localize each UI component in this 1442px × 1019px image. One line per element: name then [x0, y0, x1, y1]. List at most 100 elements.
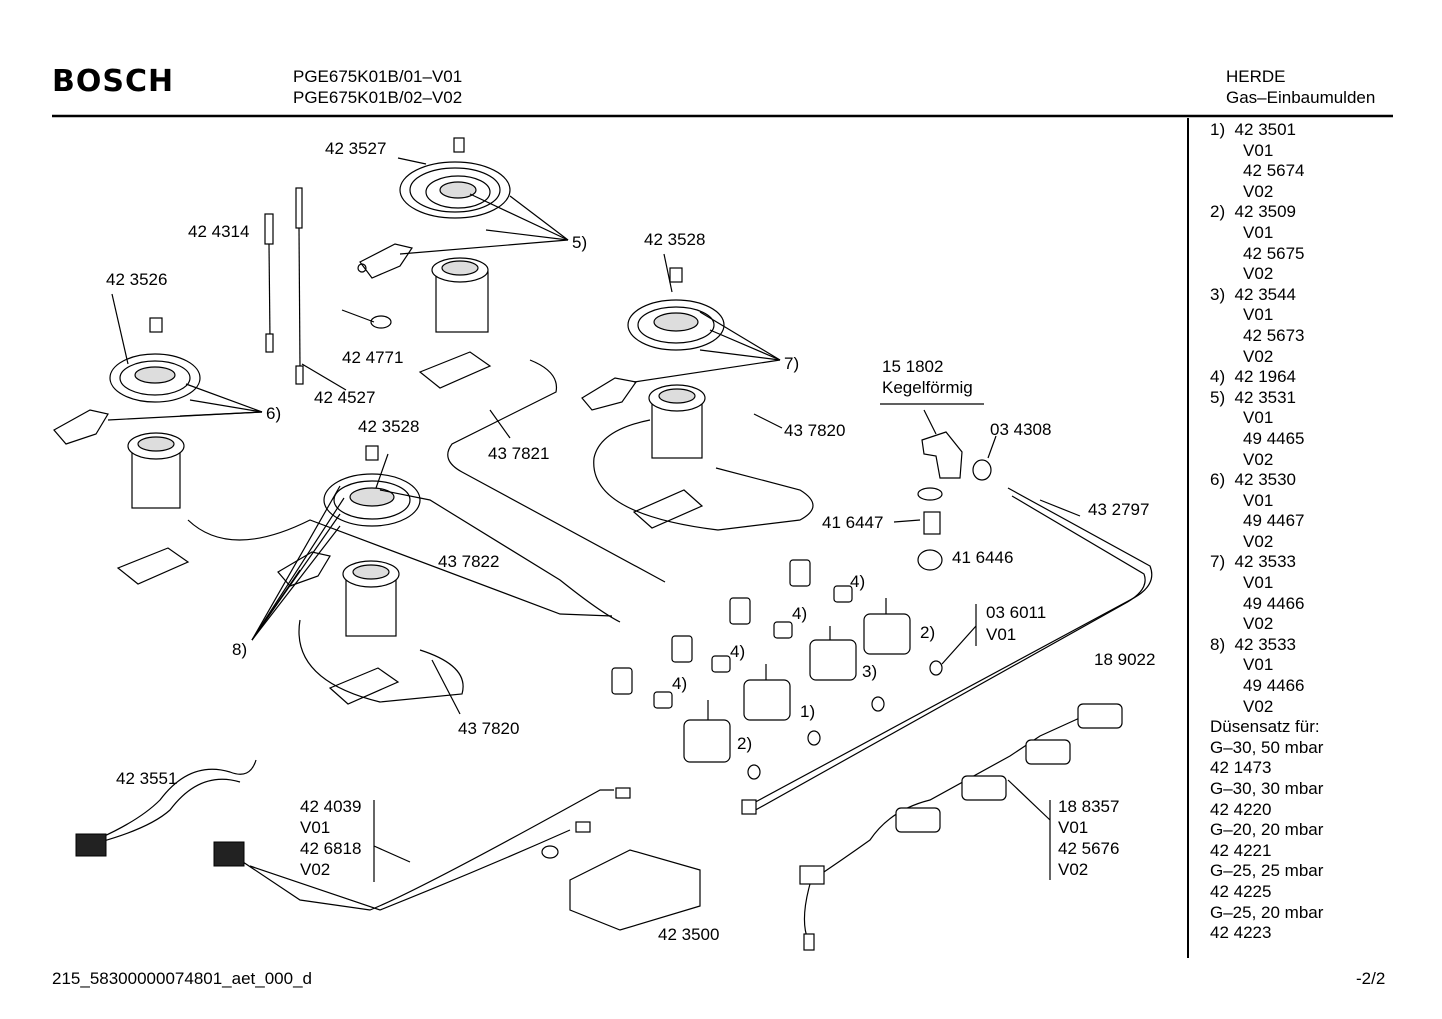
- leader-lines: [107, 157, 1081, 882]
- parts-panel-line: V02: [1210, 181, 1274, 201]
- mains-cable: [75, 759, 257, 857]
- label-42-3500: 42 3500: [658, 925, 720, 944]
- label-42-3528-center: 42 3528: [358, 417, 420, 436]
- label-ref-7: 7): [784, 354, 800, 373]
- parts-panel-line: 42 4225: [1210, 881, 1272, 901]
- ignition-box: [213, 787, 701, 931]
- parts-panel-line: V02: [1210, 449, 1274, 469]
- parts-panel-line: V01: [1210, 655, 1274, 675]
- label-ref-4-c: 4): [730, 642, 746, 661]
- label-ref-1: 1): [800, 702, 816, 721]
- label-ref-5: 5): [572, 233, 588, 252]
- label-18-8357-v01: V01: [1058, 818, 1089, 837]
- parts-panel-line: 42 5674: [1210, 161, 1305, 181]
- parts-panel-line: V01: [1210, 222, 1274, 242]
- label-42-5676: 42 5676: [1058, 839, 1120, 858]
- parts-panel-line: 49 4466: [1210, 676, 1305, 696]
- parts-panel-line: 3) 42 3544: [1210, 284, 1297, 304]
- parts-panel-line: G–25, 20 mbar: [1210, 902, 1324, 922]
- label-42-4314: 42 4314: [188, 222, 250, 241]
- brand-logo: BOSCH: [52, 64, 175, 99]
- label-41-6447: 41 6447: [822, 513, 884, 532]
- label-43-2797: 43 2797: [1088, 500, 1150, 519]
- parts-panel-line: V01: [1210, 573, 1274, 593]
- label-42-4771: 42 4771: [342, 348, 404, 367]
- parts-panel-line: G–20, 20 mbar: [1210, 820, 1324, 840]
- parts-panel-line: V02: [1210, 264, 1274, 284]
- parts-panel-line: G–30, 30 mbar: [1210, 779, 1324, 798]
- parts-panel-line: 2) 42 3509: [1210, 202, 1297, 222]
- parts-panel-line: Düsensatz für:: [1210, 717, 1320, 737]
- label-ref-2-b: 2): [737, 734, 753, 753]
- label-18-9022: 18 9022: [1094, 650, 1156, 669]
- parts-panel-line: V02: [1210, 614, 1274, 634]
- parts-panel-line: 42 5673: [1210, 325, 1305, 345]
- parts-panel-line: V02: [1210, 531, 1274, 551]
- category: HERDE: [1226, 67, 1286, 86]
- parts-panel-line: V02: [1210, 696, 1274, 716]
- parts-panel-line: 49 4467: [1210, 511, 1305, 531]
- label-ref-4-b: 4): [792, 604, 808, 623]
- label-42-6818-v02: V02: [300, 860, 331, 879]
- label-03-6011: 03 6011: [986, 603, 1047, 622]
- thermocouple-probes: [264, 187, 392, 385]
- parts-panel-line: 42 4223: [1210, 923, 1272, 943]
- label-15-1802: 15 1802: [882, 357, 944, 376]
- parts-panel-line: 8) 42 3533: [1210, 634, 1297, 654]
- parts-panel-line: 42 4220: [1210, 799, 1272, 819]
- label-42-5676-v02: V02: [1058, 860, 1089, 879]
- parts-panel-line: 42 1473: [1210, 758, 1272, 778]
- label-03-4308: 03 4308: [990, 420, 1052, 439]
- parts-panel-line: V01: [1210, 140, 1274, 160]
- page-number: -2/2: [1356, 969, 1386, 988]
- parts-panel-line: 1) 42 3501: [1210, 120, 1297, 139]
- parts-panel-line: 5) 42 3531: [1210, 387, 1297, 407]
- label-ref-8: 8): [232, 640, 248, 659]
- label-43-7820-upper: 43 7820: [784, 421, 846, 440]
- model-number-2: PGE675K01B/02–V02: [293, 88, 463, 107]
- label-42-6818: 42 6818: [300, 839, 362, 858]
- parts-panel-line: V01: [1210, 305, 1274, 325]
- label-42-4527: 42 4527: [314, 388, 376, 407]
- label-kegelfoermig: Kegelförmig: [882, 378, 973, 397]
- parts-panel-line: V01: [1210, 408, 1274, 428]
- label-ref-6: 6): [266, 404, 282, 423]
- label-03-6011-v01: V01: [986, 625, 1017, 644]
- label-43-7821: 43 7821: [488, 444, 550, 463]
- parts-panel-line: 42 5675: [1210, 243, 1305, 263]
- ignition-harness: [799, 703, 1123, 951]
- parts-panel-line: 4) 42 1964: [1210, 367, 1297, 387]
- parts-panel-line: V01: [1210, 490, 1274, 510]
- gas-valves: [611, 559, 911, 763]
- label-ref-2-a: 2): [920, 623, 936, 642]
- label-ref-4-d: 4): [672, 674, 688, 693]
- label-42-3527: 42 3527: [325, 139, 387, 158]
- document-id: 215_58300000074801_aet_000_d: [52, 969, 312, 988]
- label-41-6446: 41 6446: [952, 548, 1014, 567]
- parts-panel-line: G–25, 25 mbar: [1210, 861, 1324, 881]
- parts-panel-line: 42 4221: [1210, 840, 1272, 860]
- subcategory: Gas–Einbaumulden: [1226, 88, 1376, 107]
- label-43-7822: 43 7822: [438, 552, 500, 571]
- parts-panel-line: G–30, 50 mbar: [1210, 737, 1324, 757]
- label-42-4039-v01: V01: [300, 818, 331, 837]
- burner-center-assembly: [277, 445, 421, 705]
- label-ref-3: 3): [862, 662, 878, 681]
- burner-left-assembly: [53, 317, 201, 585]
- label-42-3528-right: 42 3528: [644, 230, 706, 249]
- label-42-3551: 42 3551: [116, 769, 178, 788]
- parts-panel-line: V02: [1210, 346, 1274, 366]
- parts-panel-line: 7) 42 3533: [1210, 552, 1297, 572]
- parts-panel-line: 49 4466: [1210, 593, 1305, 613]
- parts-panel-line: 6) 42 3530: [1210, 470, 1297, 490]
- burner-top-assembly: [357, 137, 511, 389]
- label-43-7820-lower: 43 7820: [458, 719, 520, 738]
- elbow-fitting: [747, 431, 992, 780]
- gas-pipes: [187, 359, 1153, 815]
- label-42-4039: 42 4039: [300, 797, 362, 816]
- label-42-3526: 42 3526: [106, 270, 168, 289]
- model-number-1: PGE675K01B/01–V01: [293, 67, 463, 86]
- label-18-8357: 18 8357: [1058, 797, 1120, 816]
